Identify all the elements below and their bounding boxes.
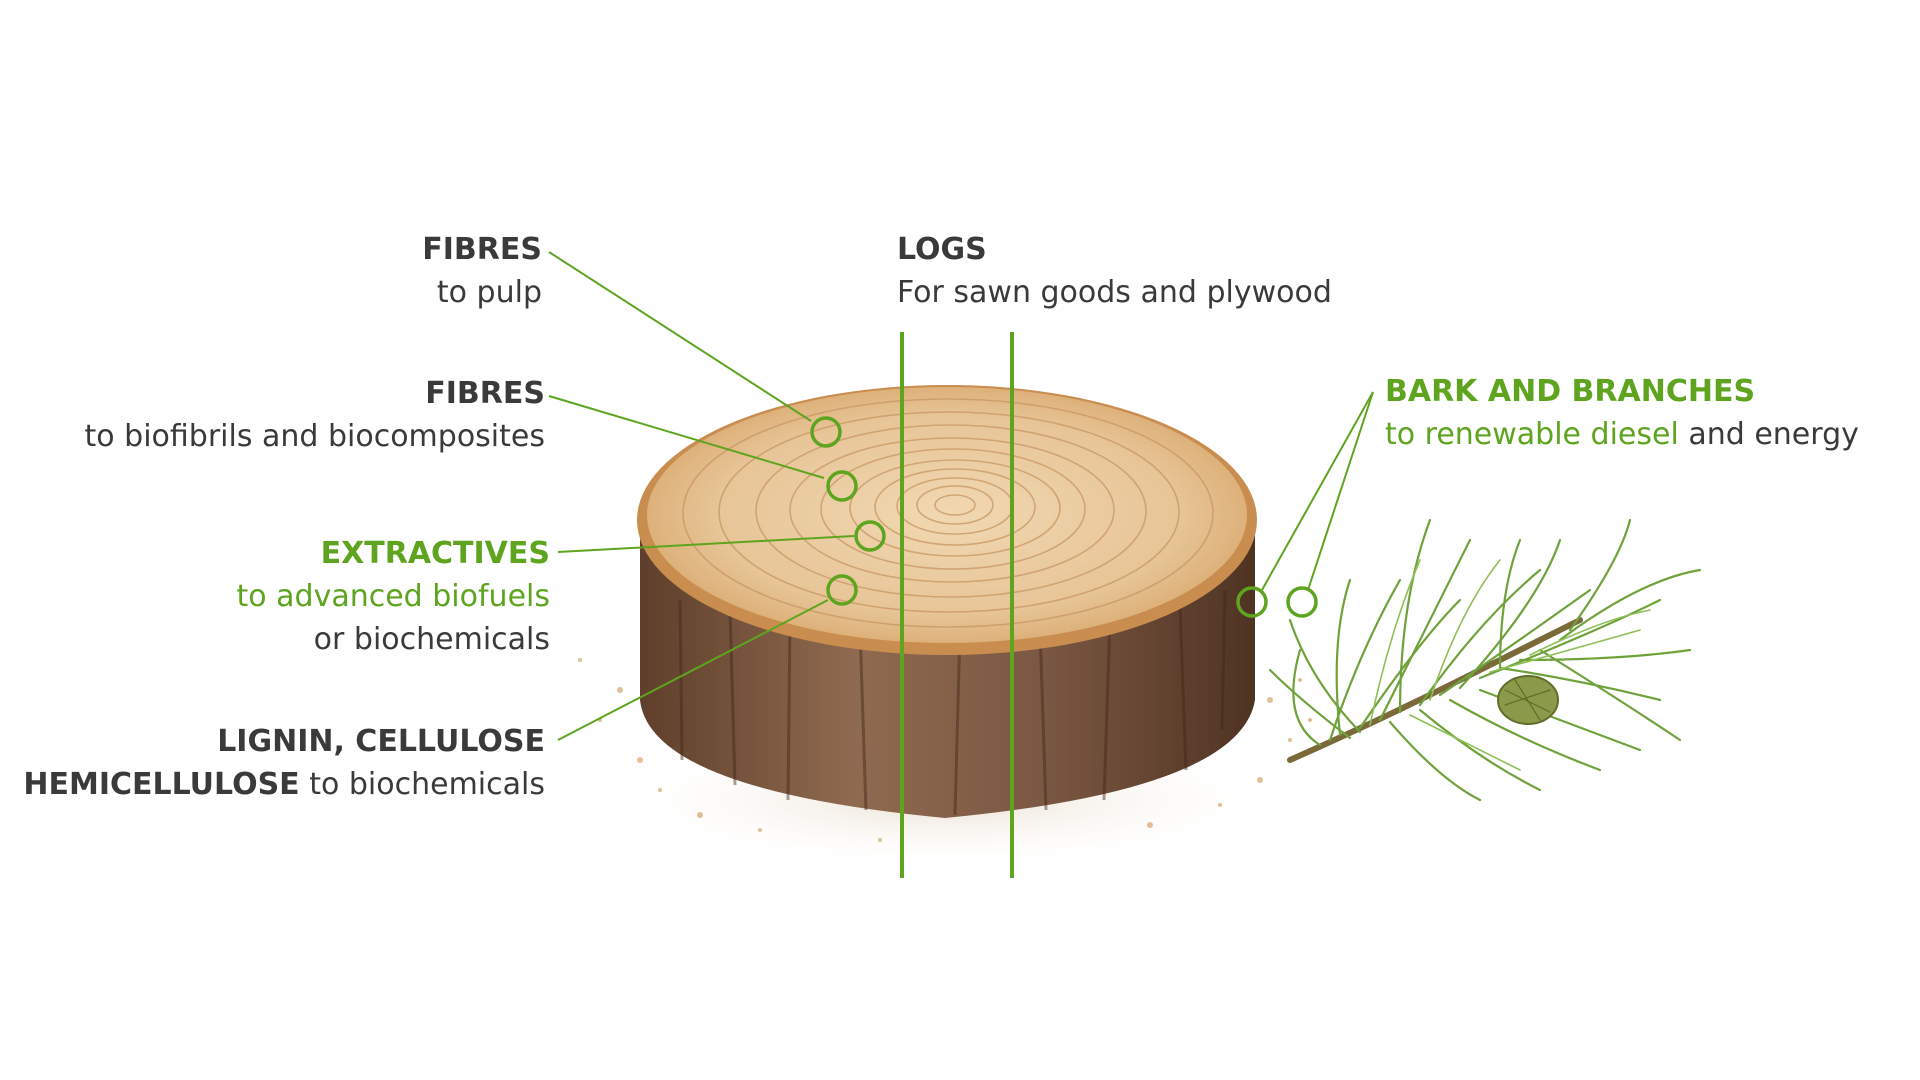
label-description: to biofibrils and biocomposites	[84, 419, 546, 454]
leader-lines	[548, 251, 1374, 741]
label-description-green: to renewable diesel	[1385, 417, 1679, 452]
marker-circle-icon	[826, 574, 858, 606]
label-description: to biochemicals	[309, 767, 545, 802]
label-fibres-biofibrils: FIBRES to biofibrils and biocomposites	[85, 372, 546, 458]
leader-line-bark-1	[1261, 391, 1374, 591]
leader-line-fibres-bio	[548, 395, 825, 479]
marker-circle-icon	[1236, 586, 1268, 618]
label-title: FIBRES	[422, 232, 542, 267]
marker-circle-icon	[810, 416, 842, 448]
label-title: LOGS	[897, 232, 987, 267]
leader-line-bark-2	[1307, 391, 1374, 591]
leader-line-lignin	[557, 599, 829, 741]
label-title: EXTRACTIVES	[320, 536, 550, 571]
label-description: to pulp	[436, 275, 542, 310]
label-title: BARK AND BRANCHES	[1385, 374, 1756, 409]
logs-cut-lines	[900, 332, 1014, 878]
label-logs: LOGS For sawn goods and plywood	[897, 228, 1332, 314]
label-fibres-pulp: FIBRES to pulp	[422, 228, 542, 314]
label-description: or biochemicals	[313, 622, 550, 657]
label-extractives: EXTRACTIVES to advanced biofuels or bioc…	[237, 532, 551, 661]
pine-branch-icon	[1268, 518, 1702, 802]
label-description: For sawn goods and plywood	[897, 275, 1332, 310]
marker-circles	[810, 416, 1318, 618]
leader-line-extractives	[557, 535, 855, 553]
leader-line-fibres-pulp	[548, 251, 812, 422]
label-description-green: to advanced biofuels	[236, 579, 551, 614]
label-title: LIGNIN, CELLULOSE	[217, 724, 545, 759]
label-title-second: HEMICELLULOSE	[23, 767, 300, 802]
label-bark-branches: BARK AND BRANCHES to renewable diesel an…	[1385, 370, 1859, 456]
marker-circle-icon	[826, 470, 858, 502]
marker-circle-icon	[854, 520, 886, 552]
wood-slice-icon	[578, 385, 1312, 870]
label-lignin-cellulose: LIGNIN, CELLULOSE HEMICELLULOSE to bioch…	[23, 720, 545, 806]
marker-circle-icon	[1286, 586, 1318, 618]
label-title: FIBRES	[425, 376, 545, 411]
label-description: and energy	[1688, 417, 1859, 452]
